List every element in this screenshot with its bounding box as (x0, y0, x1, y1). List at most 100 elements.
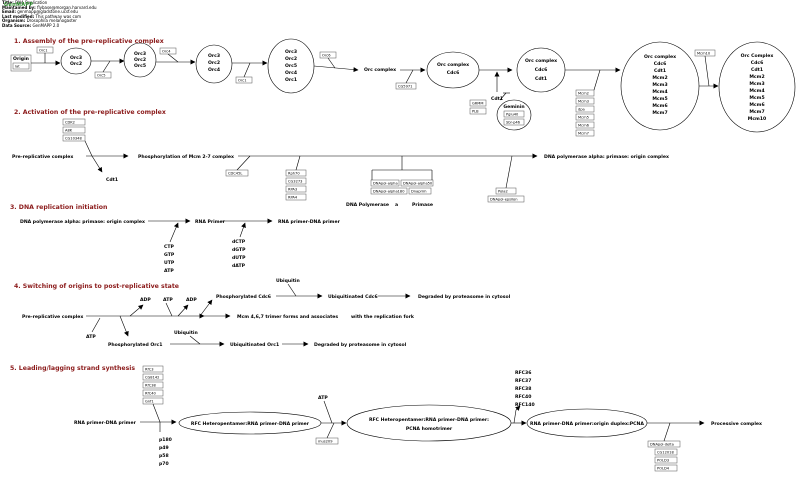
n4-l0: Orc3 (285, 49, 297, 55)
s4-mcm-trimer: Mcm 4,6,7 trimer forms and associates (237, 314, 338, 320)
n7-l5: Mcm4 (652, 89, 667, 95)
s2-cdc-box-1: A8K (65, 129, 73, 133)
s5-rfc-box-0: RfC3 (145, 368, 154, 372)
n8-l1: Cdc6 (751, 60, 764, 66)
s5-rfc-list-2: RFC38 (515, 386, 531, 392)
s4-phos-orc1: Phosphorylated Orc1 (108, 342, 162, 348)
s4-ubiq-cdc6: Ubiquitinated Cdc6 (328, 294, 378, 300)
header-row-maintained: Maintained by: flybase@morgan.harvard.ed… (2, 4, 97, 11)
s5-p-2: p58 (159, 453, 169, 459)
s2-alpha-label: a (395, 203, 398, 208)
s5-rfc-hetero-label: RFC Heteropentamer:RNA primer-DNA primer (191, 421, 310, 427)
mcm-box-3: Mcm5 (578, 116, 589, 120)
header-row-title: Title: DNA Replication (2, 0, 97, 6)
s5-pol-box-1: CG12018 (657, 451, 674, 455)
header-key: Last modified: (2, 13, 35, 19)
section-3-title: 3. DNA replication initiation (10, 204, 107, 211)
s3-ntp-2: UTP (164, 260, 175, 266)
n1-l1: Orc2 (70, 61, 82, 67)
cg5971-box-label: CG5971 (398, 85, 412, 89)
s5-rfc-box-1: CG8142 (145, 376, 159, 380)
s5-atp: ATP (318, 395, 328, 401)
n8-l5: Mcm4 (749, 88, 764, 94)
mcm-box-5: Mcm7 (578, 132, 589, 136)
header-value: DNA Replication (14, 0, 48, 5)
s5-p-1: p49 (159, 445, 169, 451)
n7-l7: Mcm6 (652, 103, 667, 109)
s3-polalpha-label: DNA polymerase alpha: primase: origin co… (20, 219, 145, 225)
s4-phos-cdc6: Phosphorylated Cdc6 (216, 294, 271, 300)
s2-phos-label: Phosphorylation of Mcm 2-7 complex (138, 154, 234, 160)
mcm-box-1: Mcm3 (578, 100, 589, 104)
s2-cdc-box-2: CG10348 (65, 137, 82, 141)
orc1b-box-label: Orc1 (238, 79, 247, 83)
s5-rfc-list-4: RFC140 (515, 402, 535, 408)
s5-processive: Processive complex (711, 421, 762, 427)
s5-rfc-box-3: RfC40 (145, 392, 157, 396)
gem-box-1: Sbr-p46 (506, 121, 521, 125)
orc5-box-label: Orc5 (97, 74, 106, 78)
orc-complex-label: Orc complex (364, 67, 396, 73)
header-value: GenMAPP 2.0 (32, 22, 60, 28)
s2-pol-box-0: DNApol-alpha (373, 182, 398, 186)
s5-rna-dna: RNA primer-DNA primer (74, 420, 137, 426)
s3-ntp-0: CTP (164, 244, 175, 250)
n7-l4: Mcm3 (652, 82, 667, 88)
s3-dntp-3: dATP (232, 263, 246, 269)
s3-dntp-0: dCTP (232, 239, 246, 245)
gem-box-0: Pgiu40 (506, 113, 519, 117)
n1-l0: Orc3 (70, 55, 82, 61)
header-row-email: Email: genmapp@gladstone.ucsf.edu (2, 9, 97, 15)
s2-cdc45-box: CDC45L (228, 172, 242, 176)
s4-adp2-label: ADP (186, 297, 197, 303)
n7-l2: Cdt1 (654, 68, 666, 74)
n7-l8: Mcm7 (652, 110, 667, 116)
n8-l3: Mcm2 (749, 74, 764, 80)
header-key: Email: (2, 9, 16, 15)
s2-pol-label: DNA Polymerase (346, 202, 389, 208)
s2-mid-box-2: RPA3 (288, 188, 297, 192)
header-value: flybase@morgan.harvard.edu (37, 4, 97, 10)
s4-atp2-label: ATP (163, 297, 173, 303)
s4-adp1-label: ADP (140, 297, 151, 303)
s4-degr1: Degraded by proteasome in cytosol (418, 294, 511, 300)
mcm-box-0: Mcm2 (578, 92, 589, 96)
orc2-orc3-node (60, 47, 92, 75)
n3-l0: Orc3 (208, 53, 220, 59)
s3-dntp-1: dGTP (232, 247, 246, 253)
s4-atp-label: ATP (86, 334, 96, 340)
n8-l8: Mcm7 (749, 109, 764, 115)
orc-cdc6-node (426, 51, 480, 89)
s2-cdt1-label: Cdt1 (106, 177, 118, 183)
n8-l4: Mcm3 (749, 81, 764, 87)
mcm-box-list: Mcm2 Mcm3 dpa Mcm5 Mcm6 Mcm7 (575, 69, 601, 137)
orc-mcm10-node (718, 41, 796, 133)
header-key: Data Source: (2, 22, 32, 28)
s2-prerep-label: Pre-replicative complex (12, 154, 73, 160)
s2-mid-box-1: CG3273 (288, 180, 302, 184)
header-value: Drosophila melanogaster (26, 18, 77, 24)
s4-degr2: Degraded by proteasome in cytosol (314, 342, 407, 348)
s5-p-3: p70 (159, 461, 169, 467)
section-2-title: 2. Activation of the pre-replicative com… (14, 109, 166, 116)
s5-rfc-pcna-l0: RFC Heteropentamer:RNA primer-DNA primer… (369, 417, 489, 423)
section-4-title: 4. Switching of origins to post-replicat… (14, 283, 179, 290)
n8-l2: Cdt1 (751, 67, 763, 73)
s2-pol-box-1: DNApol-alpha50 (403, 182, 433, 186)
n6-l0: Orc complex (525, 58, 557, 64)
n5-l0: Orc complex (437, 62, 469, 68)
s4-ubiq1: Ubiquitin (276, 278, 300, 284)
orc1-box-label: Orc1 (39, 49, 48, 53)
header-key: Organism: (2, 18, 26, 24)
section-1: Origin lat Orc1 Orc3 Orc2 Orc5 Orc3 Orc2… (10, 38, 796, 137)
section-5-title: 5. Leading/lagging strand synthesis (10, 365, 135, 372)
n3-l2: Orc4 (208, 67, 220, 73)
header-value: This pathway was com (35, 13, 82, 19)
n8-l9: Mcm10 (748, 116, 766, 122)
n4-l4: Orc1 (285, 77, 297, 83)
s5-rfc-pcna-node (346, 404, 512, 442)
s2-pol-box-3: Dnaprim (411, 190, 427, 194)
s3-dntp-2: dUTP (232, 255, 246, 261)
pathway-header: Title: DNA Replication Maintained by: fl… (2, 0, 97, 29)
